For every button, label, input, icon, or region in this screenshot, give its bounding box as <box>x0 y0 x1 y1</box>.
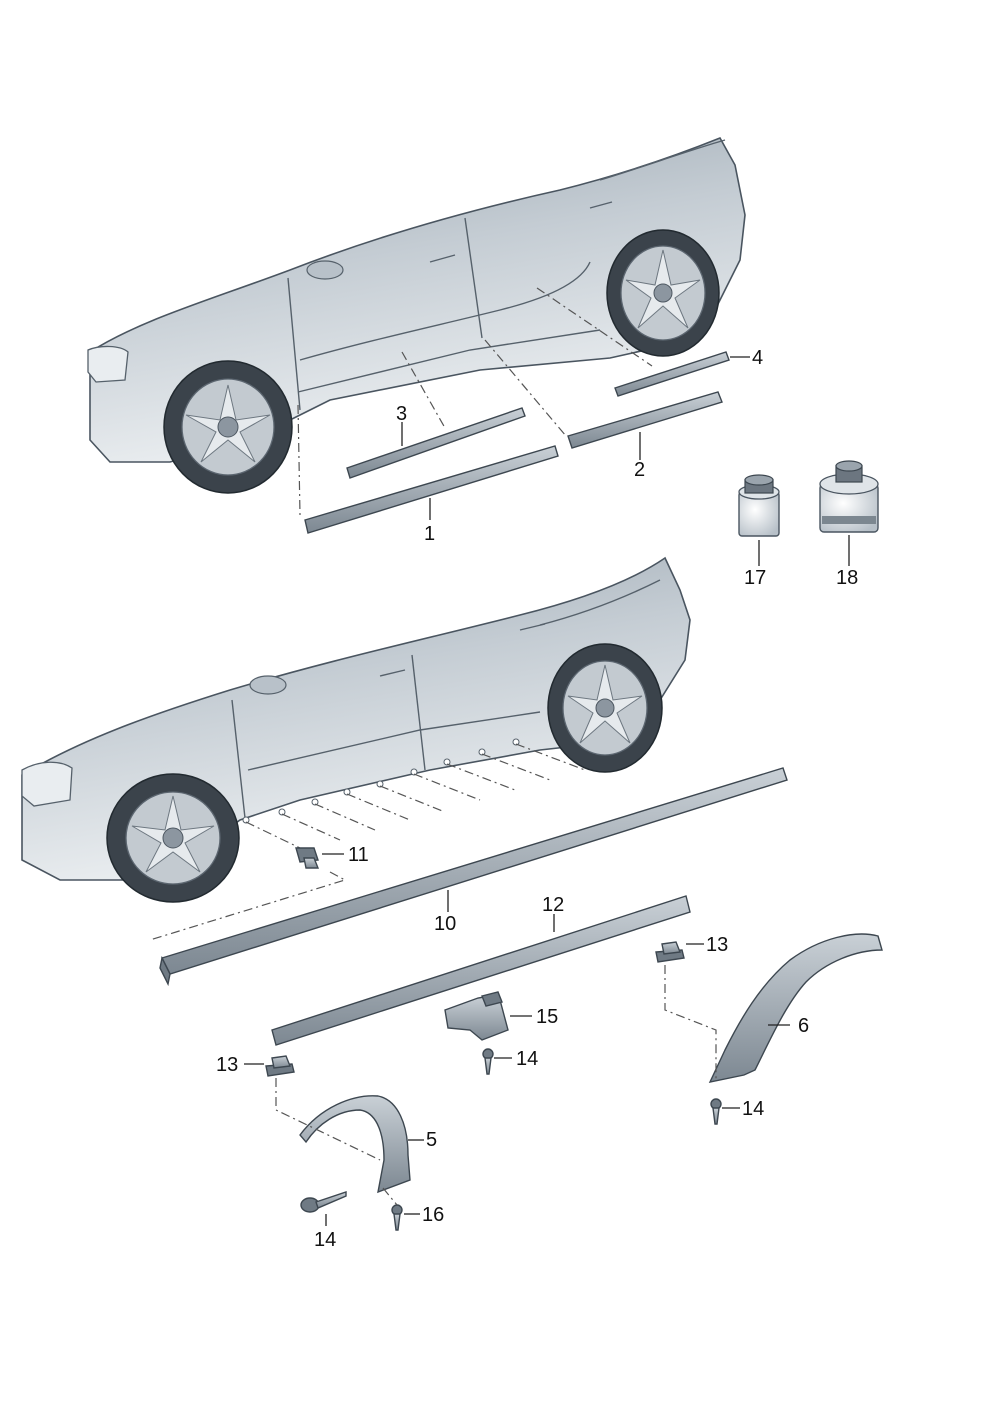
callout-15: 15 <box>536 1006 558 1028</box>
container-18 <box>819 460 879 533</box>
bottom-front-wheel <box>106 773 240 903</box>
screw-11 <box>295 847 320 869</box>
clip-holes <box>242 738 520 824</box>
guide-1 <box>297 404 301 516</box>
guide-3 <box>401 351 446 429</box>
callout-17: 17 <box>744 567 766 589</box>
callout-14-middle: 14 <box>516 1048 538 1070</box>
clip-guides <box>149 743 586 941</box>
callout-10: 10 <box>434 913 456 935</box>
callout-13-right: 13 <box>706 934 728 956</box>
callout-18: 18 <box>836 567 858 589</box>
bottom-car-illustration <box>21 556 691 903</box>
moulding-4 <box>614 351 730 397</box>
sill-trim-12 <box>271 895 691 1046</box>
callout-12: 12 <box>542 894 564 916</box>
wheel-arch-trim-6 <box>708 933 883 1083</box>
callout-13-left: 13 <box>216 1054 238 1076</box>
leader-lines <box>244 356 850 1226</box>
callout-11: 11 <box>348 844 369 866</box>
callout-14-right: 14 <box>742 1098 764 1120</box>
screw-14-middle <box>482 1048 494 1075</box>
moulding-1 <box>304 445 559 534</box>
container-17 <box>738 474 780 537</box>
callout-1: 1 <box>424 523 435 545</box>
screw-16 <box>391 1204 403 1231</box>
callout-5: 5 <box>426 1129 437 1151</box>
bracket-15 <box>444 991 509 1041</box>
callout-labels: 1 2 3 4 5 6 10 11 12 13 13 14 14 14 15 1… <box>216 347 858 1251</box>
callout-4: 4 <box>752 347 763 369</box>
guide-4 <box>536 287 653 367</box>
top-rear-wheel <box>606 229 720 357</box>
sill-panel-10 <box>159 767 788 987</box>
guide-13-right <box>664 965 717 1080</box>
callout-16: 16 <box>422 1204 444 1226</box>
wheel-arch-trim-5 <box>299 1095 411 1194</box>
guide-2 <box>484 339 567 437</box>
moulding-3 <box>346 407 526 479</box>
screw-14-right <box>710 1098 722 1125</box>
callout-3: 3 <box>396 403 407 425</box>
callout-2: 2 <box>634 459 645 481</box>
guide-13-left <box>275 1078 381 1161</box>
clip-13-right <box>655 941 685 963</box>
callout-6: 6 <box>798 1015 809 1037</box>
screw-14-bottom <box>300 1191 347 1213</box>
guide-16 <box>382 1187 398 1206</box>
clip-13-left <box>265 1055 295 1077</box>
top-front-wheel <box>163 360 293 494</box>
callout-14-bottom: 14 <box>314 1229 336 1251</box>
moulding-2 <box>567 391 723 449</box>
bottom-rear-wheel <box>547 643 663 773</box>
top-car-illustration <box>87 136 746 494</box>
